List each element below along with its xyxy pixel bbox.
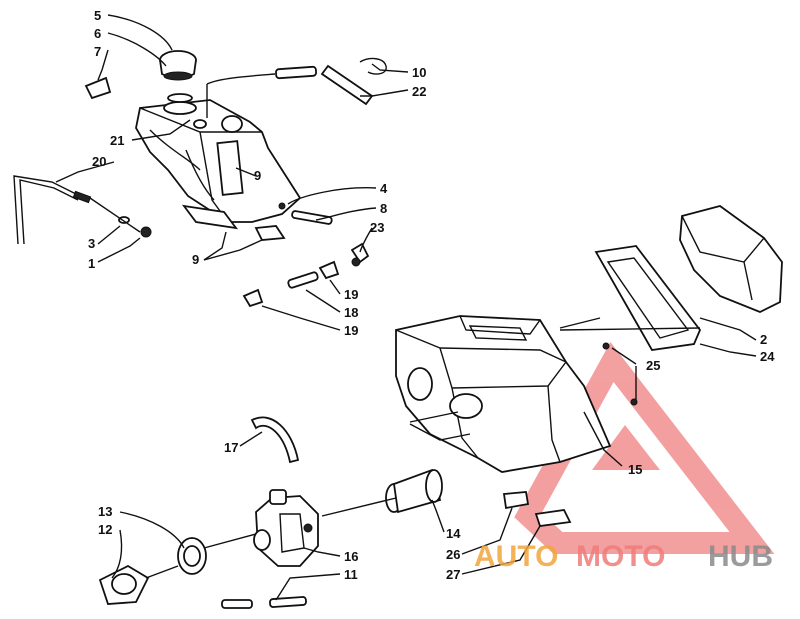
callout-22: 22 bbox=[412, 84, 426, 99]
callout-27: 27 bbox=[446, 567, 460, 582]
watermark-hub: HUB bbox=[708, 540, 773, 573]
watermark-auto: AUTO bbox=[474, 540, 558, 573]
fuel-line-bracket bbox=[13, 175, 152, 245]
vent-hose bbox=[275, 57, 387, 106]
callout-26: 26 bbox=[446, 547, 460, 562]
intake-adapter bbox=[594, 205, 783, 351]
callout-4: 4 bbox=[380, 181, 388, 196]
callout-5: 5 bbox=[94, 8, 101, 23]
callout-11: 11 bbox=[344, 567, 358, 582]
callout-25: 25 bbox=[646, 358, 660, 373]
callout-14: 14 bbox=[446, 526, 461, 541]
callout-10: 10 bbox=[412, 65, 426, 80]
fuel-fittings bbox=[242, 242, 370, 308]
callout-1: 1 bbox=[88, 256, 95, 271]
callout-21: 21 bbox=[110, 133, 124, 148]
callout-2: 2 bbox=[760, 332, 767, 347]
callout-20: 20 bbox=[92, 154, 106, 169]
callout-9-top: 9 bbox=[254, 168, 261, 183]
fuel-cap bbox=[84, 50, 197, 103]
callout-15: 15 bbox=[628, 462, 642, 477]
callout-16: 16 bbox=[344, 549, 358, 564]
callout-labels: 5 6 7 10 22 21 20 9 4 8 23 3 1 9 19 18 1… bbox=[88, 8, 775, 582]
callout-24: 24 bbox=[760, 349, 775, 364]
intake-flange bbox=[98, 537, 307, 609]
fasteners bbox=[502, 342, 638, 527]
callout-12: 12 bbox=[98, 522, 112, 537]
callout-13: 13 bbox=[98, 504, 112, 519]
callout-8: 8 bbox=[380, 201, 387, 216]
carburetor bbox=[253, 489, 319, 567]
tank-straps bbox=[181, 204, 333, 241]
callout-19-bottom: 19 bbox=[344, 323, 358, 338]
watermark-text: AUTO MOTO HUB bbox=[474, 540, 773, 573]
callout-6: 6 bbox=[94, 26, 101, 41]
callout-7: 7 bbox=[94, 44, 101, 59]
callout-18: 18 bbox=[344, 305, 358, 320]
callout-9-bottom: 9 bbox=[192, 252, 199, 267]
callout-3: 3 bbox=[88, 236, 95, 251]
callout-23: 23 bbox=[370, 220, 384, 235]
fuel-tank bbox=[135, 73, 302, 223]
callout-17: 17 bbox=[224, 440, 238, 455]
hose-17 bbox=[250, 416, 300, 464]
leader-lines bbox=[55, 14, 757, 601]
air-silencer-box bbox=[395, 315, 612, 473]
watermark-moto: MOTO bbox=[576, 540, 665, 573]
callout-19-top: 19 bbox=[344, 287, 358, 302]
